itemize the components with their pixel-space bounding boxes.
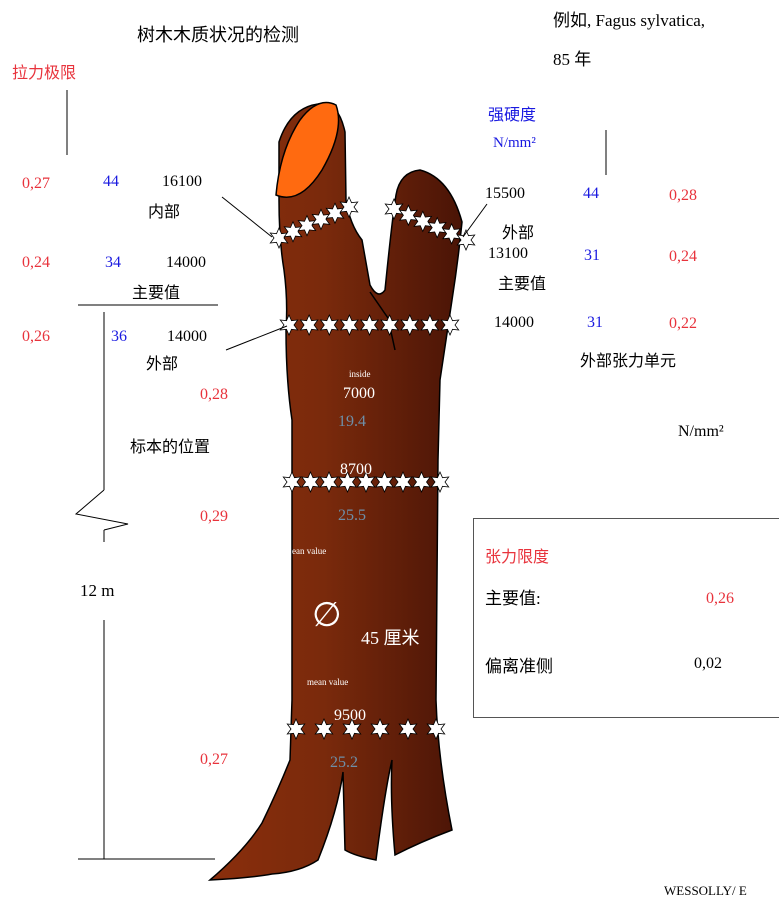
right-hardness-1: 44: [583, 185, 599, 202]
diameter-value: 45 厘米: [361, 628, 420, 648]
sample-star: [282, 471, 302, 493]
sample-star: [299, 314, 319, 336]
sample-star: [398, 718, 418, 740]
right-modulus-3: 14000: [494, 314, 534, 331]
outer-leader-line-right: [462, 203, 488, 238]
sample-star: [337, 471, 358, 493]
sample-star: [380, 314, 400, 336]
diagram-title: 树木木质状况的检测: [137, 25, 299, 45]
species-example: 例如, Fagus sylvatica,: [553, 11, 706, 30]
sample-star: [339, 314, 359, 336]
credit-text: WESSOLLY/ E: [664, 883, 747, 898]
right-hardness-3: 31: [587, 314, 603, 331]
right-ratio-2: 0,24: [669, 248, 697, 265]
sample-star: [442, 222, 462, 245]
tension-limit-label: 拉力极限: [12, 65, 77, 82]
level3-ratio: 0,27: [200, 751, 228, 768]
sample-star: [400, 314, 420, 336]
sample-star: [384, 198, 404, 220]
left-modulus-3: 14000: [167, 328, 207, 345]
level2-strength: 25.5: [338, 507, 366, 524]
right-hardness-2: 31: [584, 247, 600, 264]
mean-value-label-lower: mean value: [307, 677, 349, 687]
sample-star-bands: [269, 196, 476, 740]
level1-strength: 19.4: [338, 413, 366, 430]
left-ratio-1: 0,27: [22, 175, 50, 192]
unit-label: N/mm²: [678, 423, 724, 440]
sample-star: [430, 471, 450, 493]
sample-star: [393, 471, 413, 493]
hardness-label: 强硬度: [488, 107, 537, 124]
left-ratio-2: 0,24: [22, 254, 50, 271]
sample-star: [440, 314, 460, 336]
main-value-label-right: 主要值: [498, 276, 547, 293]
sample-star: [314, 718, 334, 740]
right-ratio-1: 0,28: [669, 187, 697, 204]
left-hardness-1: 44: [103, 173, 119, 190]
level3-strength: 25.2: [330, 754, 358, 771]
hardness-unit: N/mm²: [493, 135, 536, 151]
level1-modulus: 7000: [343, 385, 375, 402]
outer-label-left: 外部: [146, 356, 179, 373]
sample-star: [398, 204, 418, 227]
sample-star: [374, 471, 395, 493]
left-modulus-1: 16100: [162, 173, 202, 190]
level2-ratio: 0,29: [200, 508, 228, 525]
sample-star: [427, 216, 447, 239]
sample-star: [370, 718, 390, 740]
summary-deviation-label: 偏离准侧: [485, 657, 553, 676]
inner-label: 内部: [148, 204, 181, 221]
sample-star: [319, 471, 339, 493]
left-hardness-2: 34: [105, 254, 121, 271]
sample-star: [342, 718, 362, 740]
sample-star: [426, 718, 446, 740]
level3-modulus: 9500: [334, 707, 366, 724]
height-break-symbol: [74, 489, 129, 531]
sample-position-label: 标本的位置: [130, 439, 211, 456]
right-modulus-1: 15500: [485, 185, 525, 202]
summary-deviation-value: 0,02: [694, 655, 722, 672]
diameter-symbol: ∅: [312, 595, 342, 635]
inside-label: inside: [349, 369, 371, 379]
sample-star: [286, 718, 306, 740]
tension-limit-summary-box: 张力限度 主要值: 0,26 偏离准侧 0,02: [473, 518, 779, 718]
main-value-label-left: 主要值: [132, 285, 181, 302]
sample-star: [413, 210, 433, 233]
sample-star: [319, 314, 339, 336]
sample-star: [279, 314, 299, 336]
left-hardness-3: 36: [111, 328, 127, 345]
sample-star: [300, 471, 321, 493]
sample-star: [356, 471, 376, 493]
summary-main-value-label: 主要值:: [485, 589, 541, 608]
sample-star: [411, 471, 432, 493]
inner-leader-line: [221, 196, 273, 238]
level1-ratio: 0,28: [200, 386, 228, 403]
summary-main-value: 0,26: [706, 590, 734, 607]
outer-label-right: 外部: [502, 225, 535, 242]
sample-star: [420, 314, 440, 336]
outer-tension-unit-label: 外部张力单元: [580, 353, 677, 370]
mean-value-label-upper: ean value: [292, 546, 327, 556]
summary-title: 张力限度: [485, 549, 550, 566]
sample-star: [359, 314, 380, 336]
level2-modulus: 8700: [340, 461, 372, 478]
sample-star: [456, 229, 476, 251]
sample-star: [339, 196, 359, 218]
tree-trunk: [207, 102, 463, 881]
tree-age: 85 年: [553, 50, 592, 69]
height-label: 12 m: [80, 581, 115, 600]
cut-surface: [275, 101, 340, 198]
right-modulus-2: 13100: [488, 245, 528, 262]
right-ratio-3: 0,22: [669, 315, 697, 332]
left-modulus-2: 14000: [166, 254, 206, 271]
left-ratio-3: 0,26: [22, 328, 50, 345]
outer-leader-line-left: [225, 325, 288, 351]
